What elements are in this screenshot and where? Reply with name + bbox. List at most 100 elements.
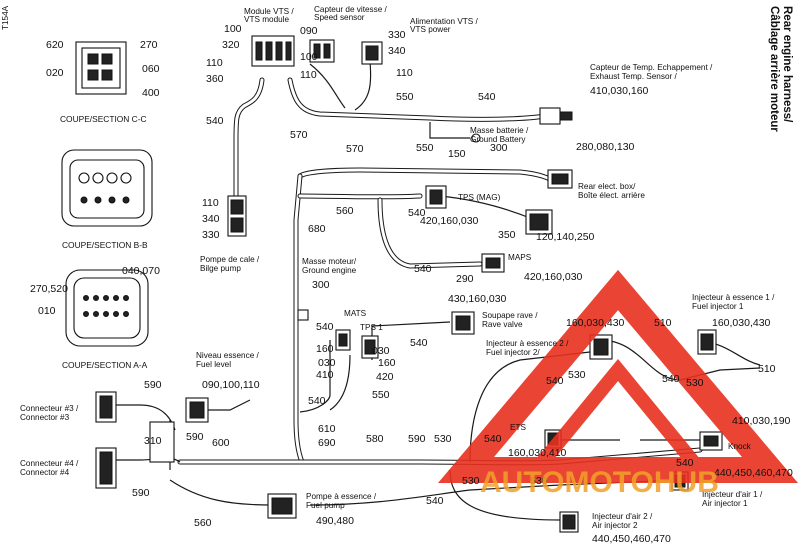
- ref-label: 530: [530, 475, 548, 487]
- ref-label: 410,030,190: [732, 415, 791, 427]
- ground-battery-label: Masse batterie /: [470, 126, 529, 135]
- exhaust-temp-sensor: [539, 107, 573, 125]
- ref-label: 110: [206, 57, 223, 69]
- fuel-injector-1: [697, 329, 717, 355]
- speed-sensor-label-en: Speed sensor: [314, 13, 365, 22]
- knock-label: Knock: [728, 442, 752, 451]
- ref-label: 530: [434, 433, 452, 445]
- fuel-pump-connector: [267, 493, 297, 519]
- watermark-text: AUTOMOTOHUB: [480, 466, 719, 499]
- ref-label: 540: [410, 337, 428, 349]
- fuel-injector-2-label: Injecteur à essence 2 /: [486, 339, 569, 348]
- connector-3-label-en: Connector #3: [20, 413, 70, 422]
- ref-label: 590: [132, 487, 150, 499]
- maps-sensor: [481, 253, 505, 273]
- trunk-vts: [233, 77, 265, 199]
- ref-label: 570: [346, 143, 364, 155]
- fuel-level-connector: [185, 397, 209, 423]
- rear-elect-box-label-fr: Boîte élect. arrière: [578, 191, 645, 200]
- ref-label: 160,030,410: [508, 447, 567, 459]
- ref-label: 330: [388, 29, 406, 41]
- speed-sensor-connector: [309, 39, 335, 63]
- ref-label: 510: [758, 363, 776, 375]
- fuel-injector-2: [589, 334, 613, 360]
- fuel-level-label-en: Fuel level: [196, 360, 231, 369]
- ref-label: 340: [202, 213, 220, 225]
- ref-label: 160: [316, 343, 334, 355]
- ets-label: ETS: [510, 423, 526, 432]
- ref-label: 060: [142, 63, 160, 75]
- rave-valve-label: Soupape rave /: [482, 311, 538, 320]
- ref-label: 550: [416, 142, 434, 154]
- section-cc-drawing: [75, 41, 127, 95]
- engine-ground-label-en: Ground engine: [302, 266, 357, 275]
- ref-label: 400: [142, 87, 160, 99]
- rave-valve-connector: [451, 311, 475, 335]
- fuel-pump-label-en: Fuel pump: [306, 501, 345, 510]
- ground-battery-label-en: Ground Battery: [470, 135, 526, 144]
- tps-mag-connector: [425, 185, 447, 209]
- section-aa-drawing: [65, 269, 149, 347]
- air-injector-1-label-en: Air injector 1: [702, 499, 748, 508]
- ref-label: 600: [212, 437, 230, 449]
- ref-label: 090,100,110: [202, 379, 260, 391]
- ref-label: 590: [408, 433, 426, 445]
- ref-label: 550: [372, 389, 390, 401]
- ref-label: 510: [654, 317, 672, 329]
- knock-sensor: [699, 431, 723, 451]
- section-aa-label: COUPE/SECTION A-A: [62, 360, 148, 370]
- vts-power-label: Alimentation VTS /: [410, 17, 479, 26]
- ref-label: 040,070: [122, 265, 160, 277]
- ref-label: 410,030,160: [590, 85, 649, 97]
- ref-label: 440,450,460,470: [592, 533, 671, 545]
- ref-label: 490,480: [316, 515, 354, 527]
- ref-label: 010: [38, 305, 56, 317]
- harness-block-310: [149, 421, 175, 463]
- ref-label: 340: [388, 45, 406, 57]
- connector-4-label: Connecteur #4 /: [20, 459, 79, 468]
- fuel-level-label: Niveau essence /: [196, 351, 260, 360]
- ref-label: 540: [662, 373, 680, 385]
- ref-label: 540: [484, 433, 502, 445]
- ref-label: 540: [426, 495, 444, 507]
- doc-code: T154A: [1, 5, 10, 30]
- ref-label: 530: [462, 475, 480, 487]
- ref-label: 160,030,430: [566, 317, 625, 329]
- fuel-injector-2-label-en: Fuel injector 2/: [486, 348, 540, 357]
- ref-label: 350: [498, 229, 516, 241]
- ref-label: 300: [312, 279, 330, 291]
- ref-label: 120,140,250: [536, 231, 595, 243]
- ref-label: 590: [144, 379, 162, 391]
- rear-elect-box-label: Rear elect. box/: [578, 182, 636, 191]
- vts-module-label: Module VTS /: [244, 7, 294, 16]
- ref-label: 440,450,460,470: [714, 467, 793, 479]
- ref-label: 620: [46, 39, 64, 51]
- ref-label: 560: [336, 205, 354, 217]
- connector-4: [95, 447, 117, 489]
- tps-mag-label: TPS (MAG): [458, 193, 501, 202]
- vts-power-connector: [361, 41, 383, 65]
- ref-label: 330: [202, 229, 220, 241]
- rave-valve-label-en: Rave valve: [482, 320, 523, 329]
- ref-label: 290: [456, 273, 474, 285]
- vts-module-label-en: VTS module: [244, 15, 289, 24]
- ref-label: 540: [206, 115, 224, 127]
- ref-label: 690: [318, 437, 336, 449]
- section-bb-drawing: [61, 149, 153, 227]
- air-injector-2-label: Injecteur d'air 2 /: [592, 512, 653, 521]
- air-injector-1-label: Injecteur d'air 1 /: [702, 490, 763, 499]
- section-bb-label: COUPE/SECTION B-B: [62, 240, 148, 250]
- ref-label: 610: [318, 423, 336, 435]
- engine-ground-label: Masse moteur/: [302, 257, 357, 266]
- title-en: Rear engine harness/: [781, 6, 793, 123]
- ref-label: 540: [414, 263, 432, 275]
- air-injector-2: [559, 511, 579, 533]
- ref-label: 540: [546, 375, 564, 387]
- tps1-label: TPS 1: [360, 323, 383, 332]
- ref-label: 420: [376, 371, 394, 383]
- ref-label: 100: [300, 51, 318, 63]
- bilge-pump-connector: [227, 195, 247, 237]
- ref-label: 110: [300, 69, 317, 81]
